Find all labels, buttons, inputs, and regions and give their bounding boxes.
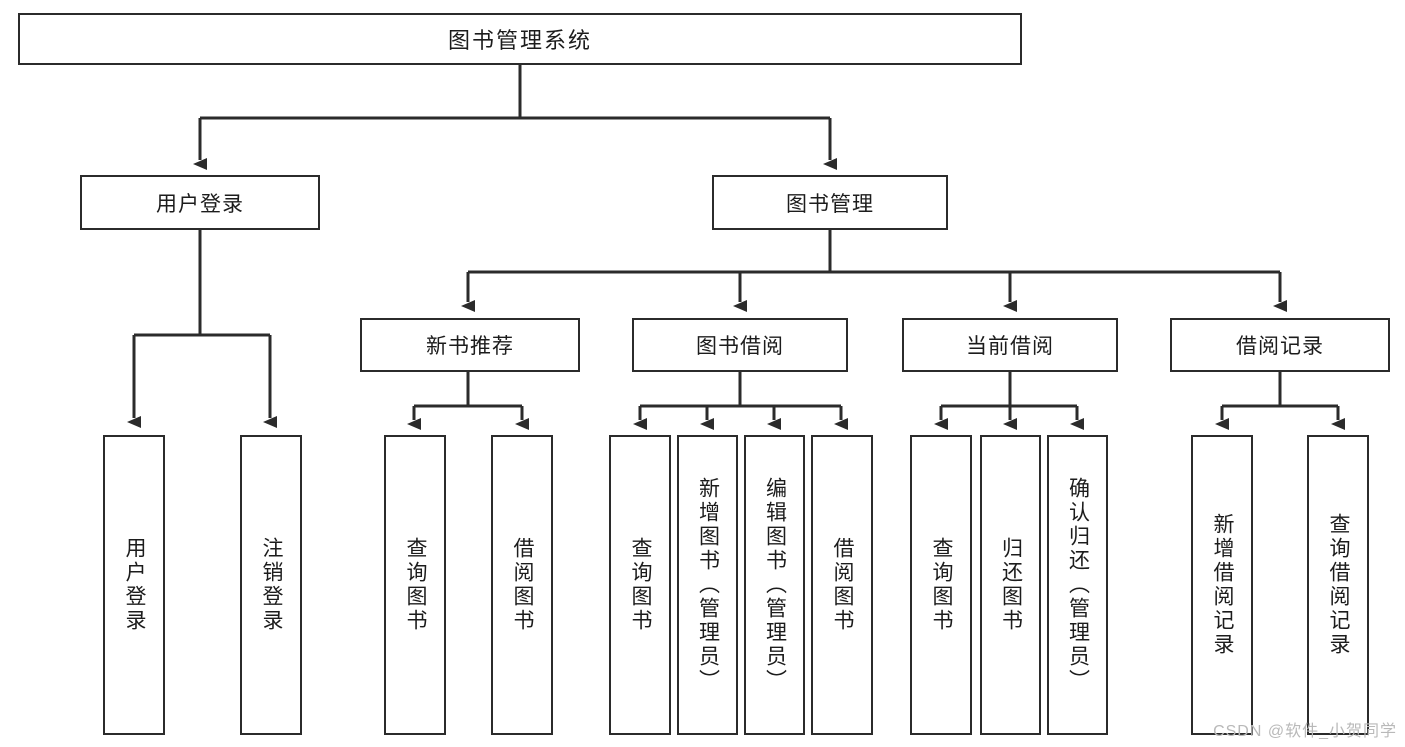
node-user-login[interactable]: 用户登录 — [80, 175, 320, 230]
leaf-borrow-book-recommend[interactable]: 借阅图书 — [491, 435, 553, 735]
leaf-user-login[interactable]: 用户登录 — [103, 435, 165, 735]
node-label: 当前借阅 — [966, 335, 1054, 358]
leaf-confirm-return-admin[interactable]: 确认归还（管理员） — [1047, 435, 1108, 735]
leaf-label: 查询图书 — [629, 537, 653, 633]
leaf-query-book-borrow[interactable]: 查询图书 — [609, 435, 671, 735]
node-book-management[interactable]: 图书管理 — [712, 175, 948, 230]
node-book-borrow[interactable]: 图书借阅 — [632, 318, 848, 372]
leaf-add-book-admin[interactable]: 新增图书（管理员） — [677, 435, 738, 735]
leaf-edit-book-admin[interactable]: 编辑图书（管理员） — [744, 435, 805, 735]
leaf-label: 归还图书 — [999, 537, 1023, 633]
node-label: 新书推荐 — [426, 335, 514, 358]
leaf-label: 借阅图书 — [831, 537, 855, 633]
node-current-borrow[interactable]: 当前借阅 — [902, 318, 1118, 372]
leaf-label: 借阅图书 — [511, 537, 535, 633]
watermark: CSDN @软件_小贺同学 — [1213, 723, 1397, 740]
leaf-label: 新增借阅记录 — [1211, 513, 1235, 657]
node-label: 图书借阅 — [696, 335, 784, 358]
leaf-borrow-book-borrow[interactable]: 借阅图书 — [811, 435, 873, 735]
leaf-label: 查询图书 — [404, 537, 428, 633]
leaf-label: 查询图书 — [930, 537, 954, 633]
leaf-label: 确认归还（管理员） — [1066, 477, 1090, 693]
node-label: 图书管理 — [786, 192, 874, 216]
leaf-label: 编辑图书（管理员） — [763, 477, 787, 693]
leaf-query-book-recommend[interactable]: 查询图书 — [384, 435, 446, 735]
leaf-label: 用户登录 — [123, 537, 147, 633]
node-borrow-record[interactable]: 借阅记录 — [1170, 318, 1390, 372]
leaf-add-borrow-record[interactable]: 新增借阅记录 — [1191, 435, 1253, 735]
node-label: 用户登录 — [156, 192, 244, 216]
leaf-label: 新增图书（管理员） — [696, 477, 720, 693]
leaf-return-book[interactable]: 归还图书 — [980, 435, 1041, 735]
leaf-query-borrow-record[interactable]: 查询借阅记录 — [1307, 435, 1369, 735]
node-root-book-management-system[interactable]: 图书管理系统 — [18, 13, 1022, 65]
leaf-logout[interactable]: 注销登录 — [240, 435, 302, 735]
node-label: 图书管理系统 — [447, 28, 592, 53]
node-new-book-recommend[interactable]: 新书推荐 — [360, 318, 580, 372]
leaf-query-book-current[interactable]: 查询图书 — [910, 435, 972, 735]
leaf-label: 注销登录 — [260, 537, 284, 633]
node-label: 借阅记录 — [1236, 335, 1324, 358]
leaf-label: 查询借阅记录 — [1327, 513, 1351, 657]
